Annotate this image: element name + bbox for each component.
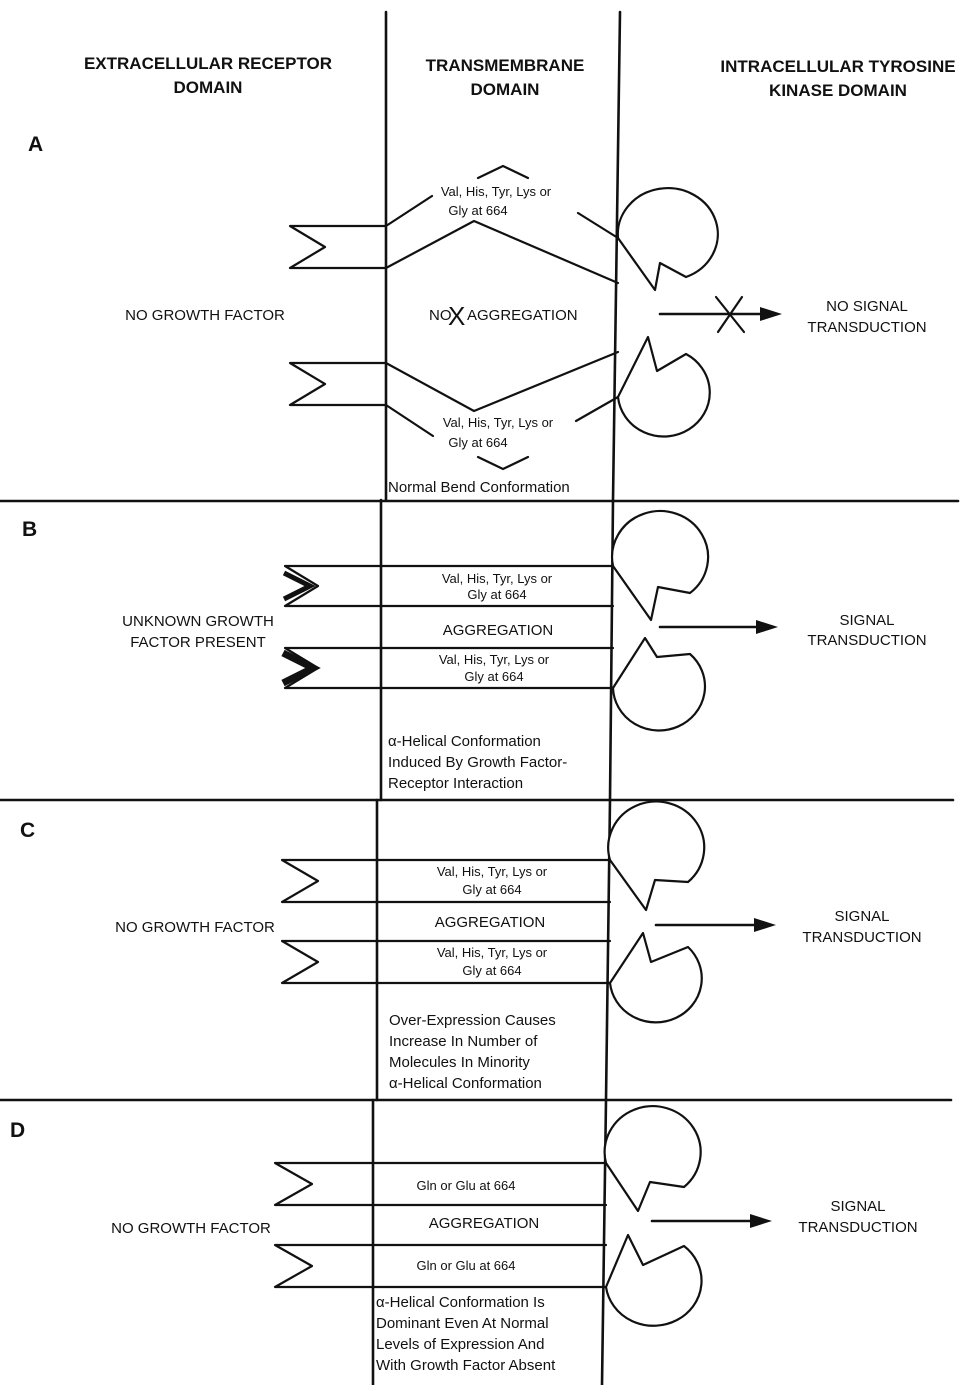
membrane-outer-boundary [373, 12, 386, 1385]
panel-letter-c: C [20, 819, 35, 842]
panel-a-lower-residue-line2: Gly at 664 [448, 435, 507, 450]
panel-b-condition-line1: UNKNOWN GROWTH [122, 613, 274, 630]
panel-d-caption-line4: With Growth Factor Absent [376, 1357, 556, 1374]
kinase-pacman-d-upper [605, 1106, 701, 1211]
panel-c-condition: NO GROWTH FACTOR [115, 919, 275, 936]
kinase-pacman-c-upper [608, 802, 704, 910]
panel-b-outcome-line2: TRANSDUCTION [807, 632, 926, 649]
signal-arrowhead-c [754, 918, 776, 932]
kinase-pacman-b-upper [612, 511, 708, 620]
signal-arrowhead-d [750, 1214, 772, 1228]
panel-c-caption-line4: α-Helical Conformation [389, 1075, 542, 1092]
panel-c-upper-residue-line1: Val, His, Tyr, Lys or [437, 864, 548, 879]
receptor-a-upper-extracellular [290, 226, 386, 268]
panel-d-caption-line3: Levels of Expression And [376, 1336, 544, 1353]
panel-a-caption-line1: Normal Bend Conformation [388, 479, 570, 496]
panel-b-caption-line1: α-Helical Conformation [388, 733, 541, 750]
panel-c-outcome-line1: SIGNAL [834, 908, 889, 925]
kinase-pacman-c-lower [610, 933, 702, 1022]
panel-b-upper-residue-line1: Val, His, Tyr, Lys or [442, 571, 553, 586]
panel-b-condition-line2: FACTOR PRESENT [130, 634, 266, 651]
signal-arrowhead-a [760, 307, 782, 321]
panel-b-lower-residue-line1: Val, His, Tyr, Lys or [439, 652, 550, 667]
header-intracellular-line2: KINASE DOMAIN [769, 81, 907, 100]
panel-a-upper-residue-line1: Val, His, Tyr, Lys or [441, 184, 552, 199]
panel-letter-a: A [28, 133, 43, 156]
panel-a-upper-residue-line2: Gly at 664 [448, 203, 507, 218]
panel-b: B Val, His, Tyr, Lys or Gly at 664 AGGRE… [22, 511, 927, 792]
panel-a-outcome-line1: NO SIGNAL [826, 298, 908, 315]
panel-a-condition: NO GROWTH FACTOR [125, 307, 285, 324]
panel-d-outcome-line1: SIGNAL [830, 1198, 885, 1215]
kinase-pacman-a-upper [618, 188, 718, 290]
panel-c: C Val, His, Tyr, Lys or Gly at 664 AGGRE… [20, 802, 922, 1092]
panel-c-caption-line2: Increase In Number of [389, 1033, 538, 1050]
panel-d-outcome-line2: TRANSDUCTION [798, 1219, 917, 1236]
receptor-a-lower-extracellular [290, 363, 386, 405]
panel-b-caption-line2: Induced By Growth Factor- [388, 754, 567, 771]
panel-c-upper-residue-line2: Gly at 664 [462, 882, 521, 897]
panel-d-upper-residue: Gln or Glu at 664 [417, 1178, 516, 1193]
growth-factor-lower [283, 653, 313, 683]
panel-d-caption-line1: α-Helical Conformation Is [376, 1294, 545, 1311]
panel-a-outcome-line2: TRANSDUCTION [807, 319, 926, 336]
panel-d-caption-line2: Dominant Even At Normal [376, 1315, 549, 1332]
kinase-pacman-d-lower [606, 1235, 702, 1326]
panel-c-outcome-line2: TRANSDUCTION [802, 929, 921, 946]
panel-d-center-aggregation: AGGREGATION [429, 1215, 540, 1232]
panel-a-lower-residue-line1: Val, His, Tyr, Lys or [443, 415, 554, 430]
panel-c-caption-line3: Molecules In Minority [389, 1054, 530, 1071]
panel-b-caption-line3: Receptor Interaction [388, 775, 523, 792]
header-extracellular-line1: EXTRACELLULAR RECEPTOR [84, 54, 332, 73]
kinase-pacman-b-lower [613, 638, 705, 730]
panel-letter-d: D [10, 1119, 25, 1142]
header-intracellular-line1: INTRACELLULAR TYROSINE [720, 57, 955, 76]
panel-c-caption-line1: Over-Expression Causes [389, 1012, 556, 1029]
panel-b-upper-residue-line2: Gly at 664 [467, 587, 526, 602]
panel-c-center-aggregation: AGGREGATION [435, 914, 546, 931]
bend-caret-upper [478, 166, 528, 178]
panel-a-center-cross: X [448, 301, 465, 331]
header-transmembrane-line1: TRANSMEMBRANE [426, 56, 585, 75]
panel-c-lower-residue-line1: Val, His, Tyr, Lys or [437, 945, 548, 960]
signal-arrowhead-b [756, 620, 778, 634]
kinase-pacman-a-lower [618, 337, 710, 437]
panel-c-lower-residue-line2: Gly at 664 [462, 963, 521, 978]
panel-d-lower-residue: Gln or Glu at 664 [417, 1258, 516, 1273]
panel-b-center-aggregation: AGGREGATION [443, 622, 554, 639]
panel-a: A Val, His, Tyr, Lys or Gly at 664 NO X … [28, 133, 927, 496]
column-headers: EXTRACELLULAR RECEPTOR DOMAIN TRANSMEMBR… [84, 54, 956, 100]
panel-d: D Gln or Glu at 664 AGGREGATION Gln or G… [10, 1106, 918, 1374]
growth-factor-upper [284, 573, 310, 599]
header-extracellular-line2: DOMAIN [174, 78, 243, 97]
panel-a-center-aggregation: AGGREGATION [467, 307, 578, 324]
panel-letter-b: B [22, 518, 37, 541]
panel-b-lower-residue-line2: Gly at 664 [464, 669, 523, 684]
panel-b-outcome-line1: SIGNAL [839, 612, 894, 629]
header-transmembrane-line2: DOMAIN [471, 80, 540, 99]
bend-caret-lower [478, 457, 528, 469]
panel-d-condition: NO GROWTH FACTOR [111, 1220, 271, 1237]
